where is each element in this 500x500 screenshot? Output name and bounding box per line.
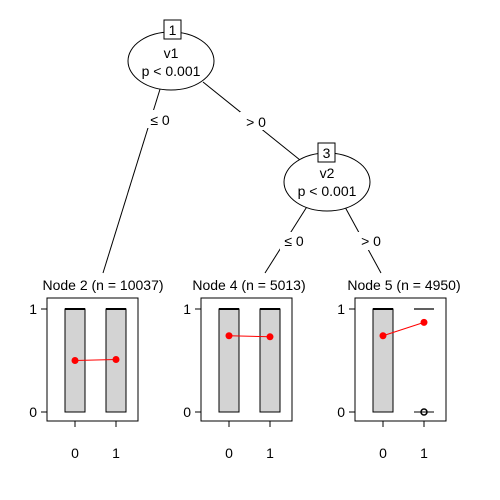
x-tick-label: 1 — [420, 445, 428, 461]
x-tick-label: 0 — [71, 445, 79, 461]
p-value: p < 0.001 — [142, 63, 201, 79]
mean-point — [379, 332, 387, 340]
terminal-node-title: Node 2 (n = 10037) — [42, 277, 163, 293]
terminal-node-1: Node 2 (n = 10037) 0 1 0 1 — [29, 277, 163, 461]
plot-frame — [354, 297, 447, 422]
mean-line — [74, 358, 117, 361]
x-tick-label: 0 — [225, 445, 233, 461]
y-tick-label: 0 — [337, 404, 345, 420]
plot-frame — [200, 297, 293, 422]
y-tick-label: 1 — [29, 301, 37, 317]
edge-label-3-5: > 0 — [361, 233, 381, 249]
mean-point — [225, 332, 233, 340]
edge-label-3-4: ≤ 0 — [284, 233, 304, 249]
node-id: 1 — [169, 22, 177, 38]
node-id: 3 — [323, 145, 331, 161]
x-tick-label: 1 — [266, 445, 274, 461]
node-id-box — [317, 142, 336, 163]
outlier-point — [420, 408, 428, 416]
y-tick-label: 1 — [183, 301, 191, 317]
p-value: p < 0.001 — [298, 183, 357, 199]
mean-point — [71, 357, 79, 364]
inner-node-1: 1 v1 p < 0.001 — [127, 19, 215, 91]
split-variable: v2 — [320, 165, 335, 181]
terminal-node-2: Node 4 (n = 5013) 0 1 0 1 — [183, 277, 305, 461]
terminal-node-title: Node 5 (n = 4950) — [347, 277, 460, 293]
inner-node-3: 3 v2 p < 0.001 — [283, 142, 371, 212]
edge-label-1-2: ≤ 0 — [150, 112, 170, 128]
edge-labels: ≤ 0 > 0 ≤ 0 > 0 — [146, 110, 387, 250]
box-0 — [218, 308, 240, 413]
mean-line — [228, 335, 271, 338]
terminal-node-3: Node 5 (n = 4950) 0 1 0 1 — [337, 277, 460, 461]
mean-point — [112, 355, 120, 363]
y-tick-label: 1 — [337, 301, 345, 317]
box-1 — [259, 308, 281, 413]
node-id-box — [163, 19, 182, 40]
box-0 — [372, 308, 394, 413]
y-tick-label: 0 — [29, 404, 37, 420]
split-variable: v1 — [164, 45, 179, 61]
mean-line — [382, 321, 425, 337]
plot-frame — [46, 297, 139, 422]
y-tick-label: 0 — [183, 404, 191, 420]
node-ellipse — [127, 31, 215, 91]
mean-point — [420, 318, 428, 326]
mean-point — [266, 333, 274, 341]
x-tick-label: 0 — [379, 445, 387, 461]
x-tick-label: 1 — [112, 445, 120, 461]
terminal-node-title: Node 4 (n = 5013) — [192, 277, 305, 293]
edge-label-1-3: > 0 — [246, 114, 266, 130]
